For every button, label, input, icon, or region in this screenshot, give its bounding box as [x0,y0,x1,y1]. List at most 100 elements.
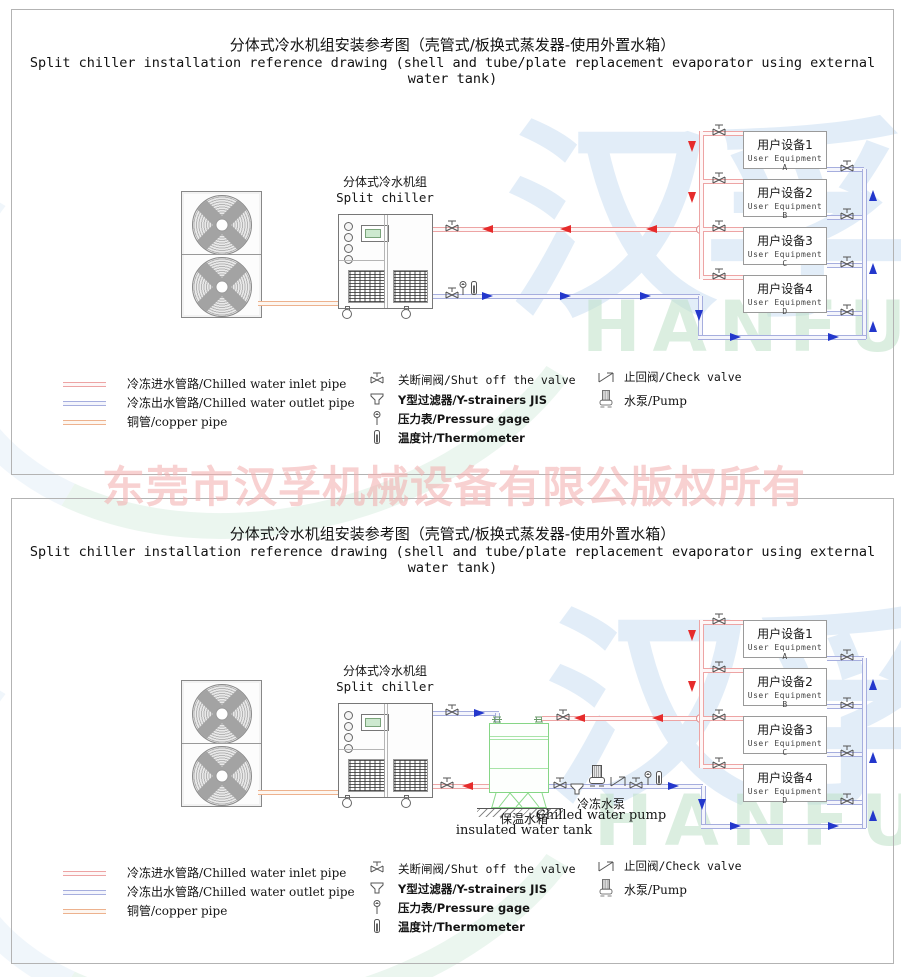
gate-valve-icon [440,777,454,790]
caster-wheel [401,795,411,808]
vent-grille [393,759,428,792]
user-equipment-box: 用户设备4 User Equipment D [743,764,827,805]
caster-wheel [342,306,352,319]
gate-valve-icon [840,304,854,317]
legend-label: 止回阀/Check valve [624,370,742,384]
chilled-water-outlet-pipe [433,711,499,716]
legend-label: 冷冻出水管路/Chilled water outlet pipe [127,885,355,899]
flow-arrow-up [869,752,877,763]
control-knob [344,233,353,242]
equipment-name-en: User Equipment D [747,298,823,316]
flow-arrow-left [574,714,585,722]
flow-arrow-up [869,190,877,201]
legend-swatch-inlet [63,382,106,387]
gate-valve-icon [840,745,854,758]
chilled-water-inlet-pipe [542,716,701,721]
gate-valve-icon [712,172,726,185]
flow-arrow-right [730,822,741,830]
legend-label: 止回阀/Check valve [624,859,742,873]
flow-arrow-left [646,225,657,233]
gate-valve-icon [712,661,726,674]
legend-label: 铜管/copper pipe [127,415,228,429]
gate-valve-icon [840,697,854,710]
y-strainer-icon [370,393,384,405]
condenser-divider [182,254,261,255]
flow-arrow-right [640,292,651,300]
panel-seam [339,260,384,261]
condenser-unit [181,191,262,318]
equipment-name-zh: 用户设备4 [757,771,813,785]
pump-icon [598,879,614,897]
pressure-gauge-icon [373,900,381,914]
equipment-name-zh: 用户设备2 [757,675,813,689]
fan-icon [192,746,252,806]
equipment-name-zh: 用户设备3 [757,723,813,737]
flow-arrow-left [482,225,493,233]
legend-label: 冷冻出水管路/Chilled water outlet pipe [127,396,355,410]
check-valve-icon [610,775,626,787]
legend-label: 冷冻进水管路/Chilled water inlet pipe [127,377,347,391]
gate-valve-icon [712,124,726,137]
page-title-zh: 分体式冷水机组安装参考图（壳管式/板换式蒸发器-使用外置水箱） [229,525,676,543]
legend-label: 温度计/Thermometer [398,920,525,934]
user-equipment-box: 用户设备2 User Equipment B [743,668,827,709]
supply-manifold-pipe [699,131,704,279]
gate-valve-icon [840,208,854,221]
equipment-name-zh: 用户设备1 [757,627,813,641]
control-knob [344,733,353,742]
page-title-en: Split chiller installation reference dra… [29,55,876,87]
pump-icon [598,390,614,408]
chiller-label-en: Split chiller [336,679,434,694]
thermometer-icon [374,919,380,933]
flow-arrow-up [869,810,877,821]
gate-valve-icon [629,777,643,790]
gate-valve-icon [840,649,854,662]
caster-wheel [342,795,352,808]
copper-pipe [258,301,338,306]
gate-valve-icon [370,372,384,385]
legend-label: 冷冻进水管路/Chilled water inlet pipe [127,866,347,880]
chilled-water-inlet-pipe [433,784,489,789]
tank-label-en: insulated water tank [455,823,593,838]
gate-valve-icon [445,220,459,233]
control-knob [344,255,353,264]
pump-label: 冷冻水泵 [541,795,661,812]
equipment-name-en: User Equipment C [747,739,823,757]
equipment-name-zh: 用户设备4 [757,282,813,296]
return-riser-pipe [862,658,867,828]
pressure-gauge-icon [459,281,467,295]
flow-arrow-up [869,321,877,332]
panel-seam [387,215,388,308]
control-knob [344,744,353,753]
tank-legs [491,793,547,808]
flow-arrow-down [688,141,696,152]
equipment-name-zh: 用户设备2 [757,186,813,200]
user-equipment-box: 用户设备3 User Equipment C [743,716,827,757]
tank-label: 保温水箱 [464,810,584,827]
gate-valve-icon [712,613,726,626]
controller-display [361,714,389,731]
flow-arrow-right [560,292,571,300]
legend-label: 压力表/Pressure gage [398,412,530,426]
flow-arrow-down [688,681,696,692]
control-knob [344,711,353,720]
chiller-unit [338,214,433,319]
flow-arrow-right [474,709,485,717]
controller-display [361,225,389,242]
check-valve-icon [598,371,614,383]
page-title-en: Split chiller installation reference dra… [29,544,876,576]
control-knob [344,222,353,231]
equipment-name-zh: 用户设备3 [757,234,813,248]
y-strainer-icon [570,783,584,795]
gate-valve-icon [712,757,726,770]
chiller-unit [338,703,433,808]
page-title-zh: 分体式冷水机组安装参考图（壳管式/板换式蒸发器-使用外置水箱） [229,36,676,54]
flow-arrow-up [869,679,877,690]
ground-hatch [477,808,563,817]
equipment-name-en: User Equipment A [747,643,823,661]
gate-valve-icon [840,256,854,269]
legend-swatch-copper [63,909,106,914]
condenser-unit [181,680,262,807]
check-valve-icon [598,860,614,872]
copper-pipe [258,790,338,795]
